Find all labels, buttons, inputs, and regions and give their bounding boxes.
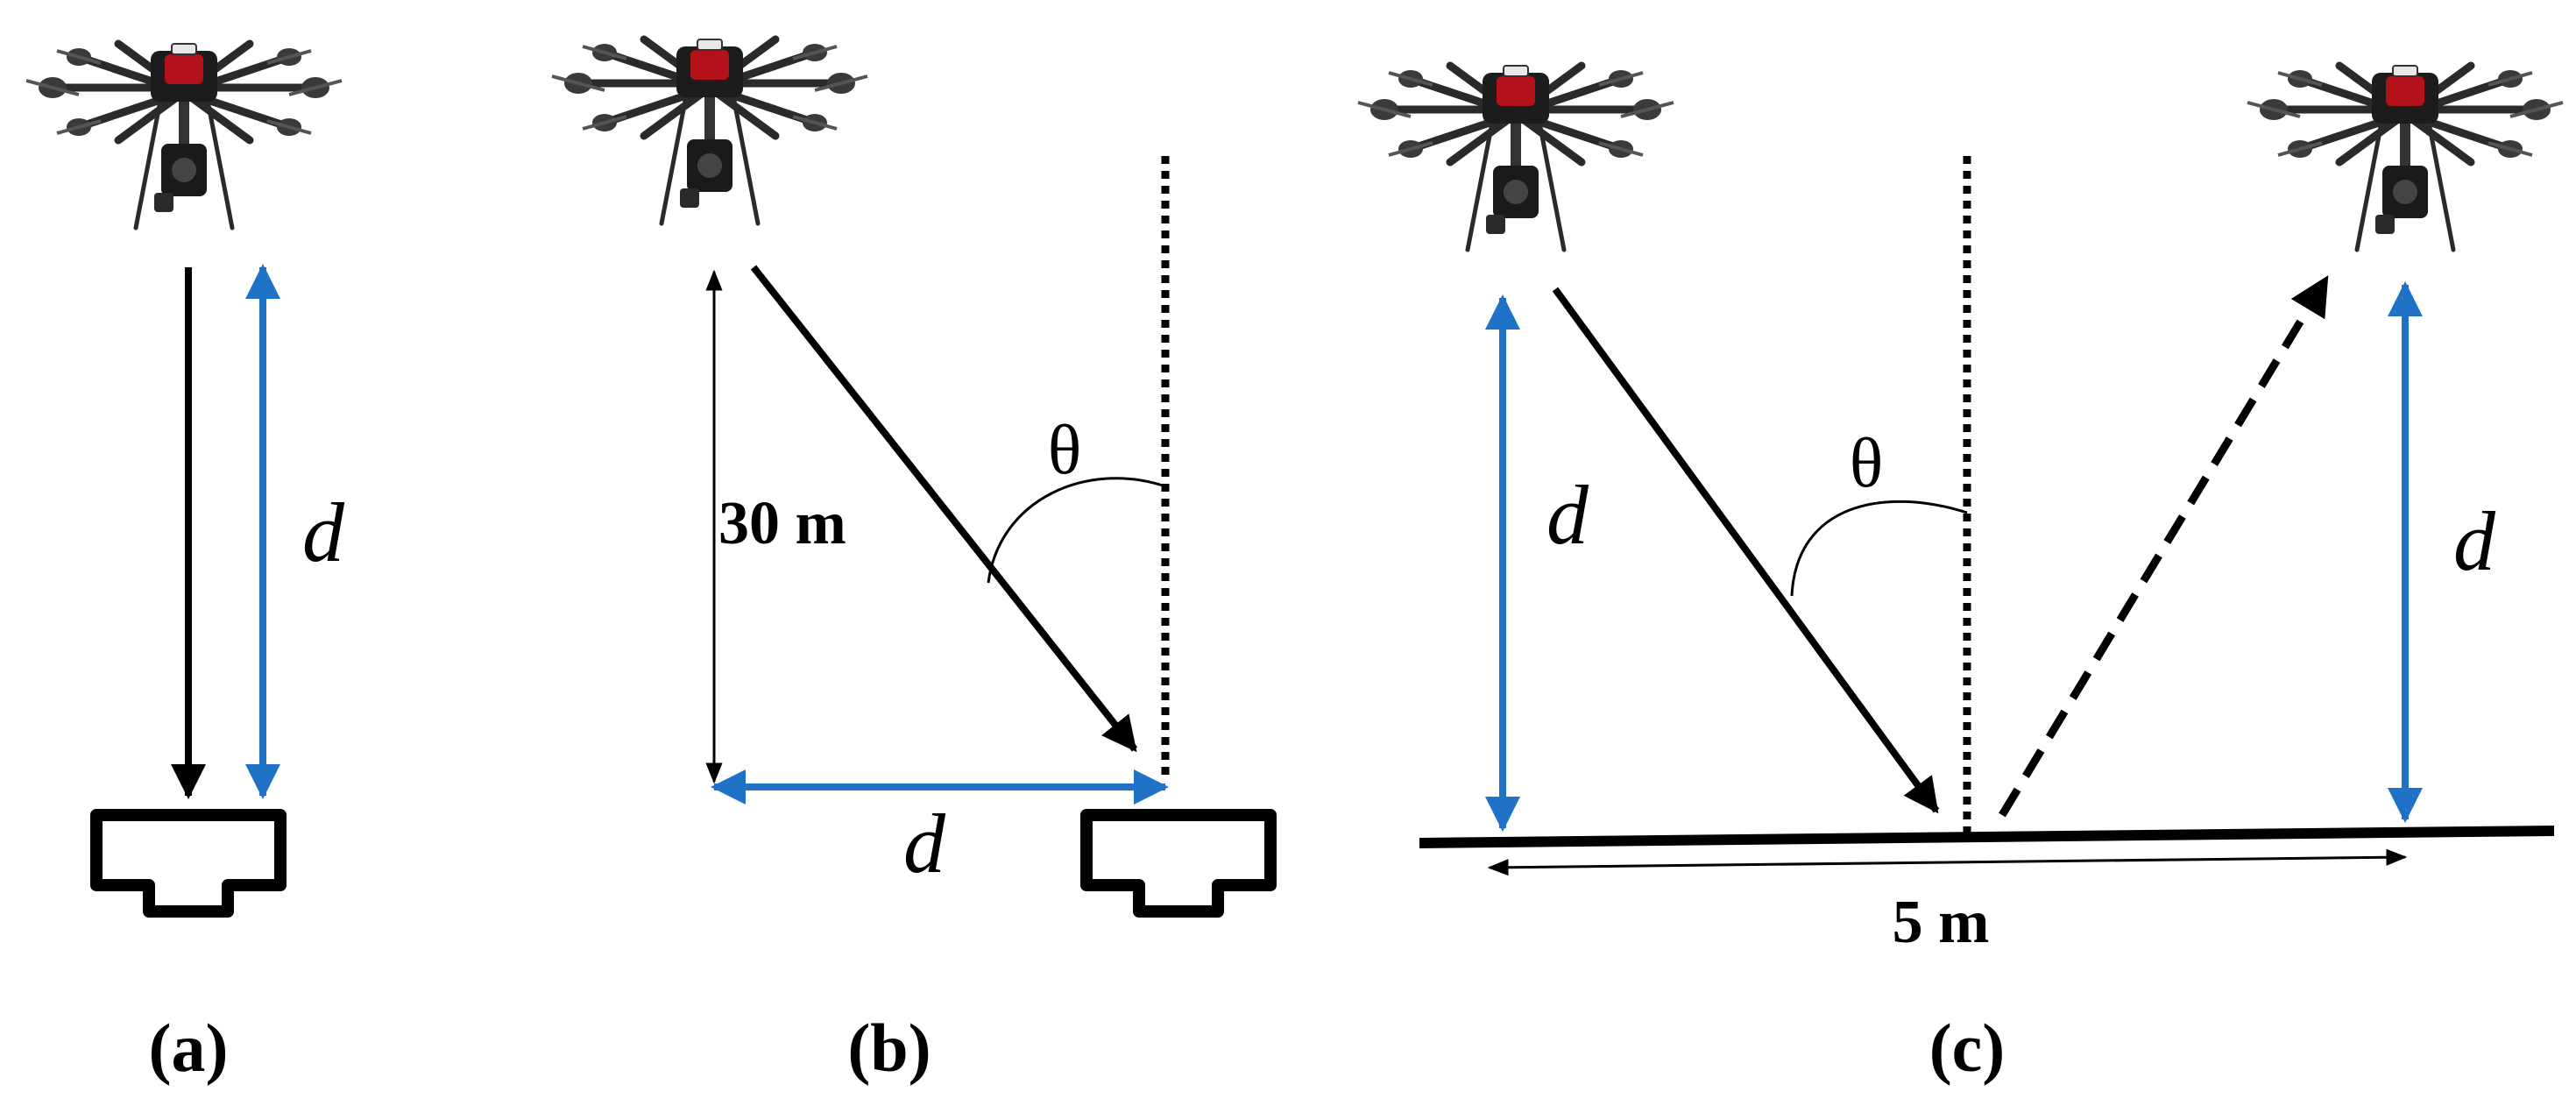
- angle-arc: [987, 477, 1166, 584]
- panel-b: 30 m θ d (b): [552, 39, 1270, 1086]
- panel-a: d (a): [26, 44, 345, 1086]
- angle-label: θ: [1048, 412, 1081, 489]
- signal-arrow: [750, 265, 1138, 753]
- angle-label: θ: [1850, 425, 1883, 502]
- span-arrow: [1487, 848, 2408, 876]
- panel-c: θ d d 5 m (c): [1358, 66, 2563, 1086]
- incident-signal-arrow: [1552, 287, 1940, 814]
- right-distance-label: d: [2453, 494, 2496, 588]
- drone-icon-right: [2247, 66, 2563, 250]
- receiver-icon: [1086, 815, 1270, 911]
- drone-icon: [552, 39, 867, 223]
- panel-b-caption: (b): [847, 1010, 931, 1086]
- drone-icon: [26, 44, 342, 228]
- receiver-icon: [96, 815, 280, 911]
- angle-arc: [1790, 500, 1968, 597]
- drone-icon-left: [1358, 66, 1674, 250]
- left-distance-label: d: [1546, 468, 1589, 562]
- distance-label: d: [903, 797, 946, 890]
- panel-c-caption: (c): [1929, 1010, 2006, 1086]
- panel-a-caption: (a): [149, 1010, 229, 1086]
- ground-line: [1419, 826, 2555, 848]
- height-label: 30 m: [718, 490, 846, 557]
- reflected-signal-arrow: [1999, 275, 2330, 818]
- distance-label: d: [302, 486, 345, 579]
- span-label: 5 m: [1893, 889, 1990, 956]
